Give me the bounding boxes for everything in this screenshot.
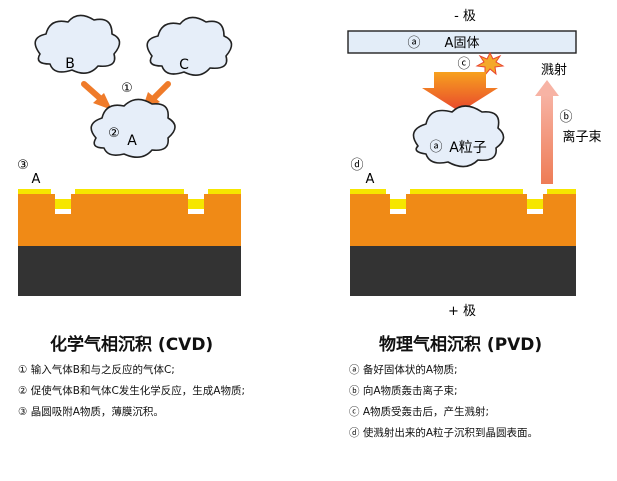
minus-pole-label: - 极 [454, 9, 476, 24]
pvd-base-layer [350, 246, 576, 296]
pvd-wafer-marker: ⓓ [350, 158, 363, 173]
pvd-orange-layer [350, 194, 576, 246]
sputter-label: 溅射 [541, 62, 567, 78]
cvd-title: 化学气相沉积 (CVD) [50, 335, 214, 355]
particle-label: A粒子 [449, 140, 487, 156]
impact-burst-icon [475, 51, 505, 77]
target-label: A固体 [445, 36, 480, 51]
arrow-b-to-reaction [81, 81, 112, 110]
impact-marker: ⓒ [457, 57, 470, 72]
plus-pole-label: + 极 [448, 304, 476, 319]
pvd-step-c: ⓒ A物质受轰击后，产生溅射; [349, 406, 490, 418]
pvd-step-a: ⓐ 备好固体状的A物质; [349, 364, 458, 376]
target-plate [347, 30, 577, 54]
gas-b-label: B [65, 56, 75, 72]
cloud-reaction [90, 98, 176, 158]
step1-marker: ① [121, 81, 133, 96]
pvd-title: 物理气相沉积 (PVD) [379, 335, 543, 355]
cvd-orange-layer [18, 194, 241, 246]
target-marker: ⓐ [407, 36, 420, 51]
cloud-gas-c [146, 16, 233, 76]
cvd-steps: ① 输入气体B和与之反应的气体C; ② 促使气体B和气体C发生化学反应，生成A物… [18, 360, 245, 423]
cvd-base-layer [18, 246, 241, 296]
pvd-step-b: ⓑ 向A物质轰击离子束; [349, 385, 458, 397]
sputter-down-arrow [422, 72, 498, 112]
cvd-wafer-marker: ③ [17, 158, 29, 173]
particle-marker: ⓐ [429, 140, 442, 155]
gas-c-label: C [179, 57, 189, 73]
ion-beam-arrow [535, 80, 559, 184]
cvd-wafer [18, 189, 241, 296]
pvd-step-d: ⓓ 使溅射出来的A粒子沉积到晶圆表面。 [349, 427, 539, 439]
reaction-marker: ② [108, 126, 120, 141]
cvd-step-2: ② 促使气体B和气体C发生化学反应，生成A物质; [18, 385, 246, 397]
cvd-film-label: A [32, 172, 41, 187]
pvd-steps: ⓐ 备好固体状的A物质; ⓑ 向A物质轰击离子束; ⓒ A物质受轰击后，产生溅射… [349, 360, 538, 444]
ion-marker: ⓑ [559, 110, 572, 125]
reaction-label: A [127, 133, 137, 149]
cloud-particle [412, 105, 505, 168]
cvd-step-3: ③ 晶圆吸附A物质，薄膜沉积。 [18, 406, 164, 418]
pvd-wafer [350, 189, 576, 296]
ion-label: 离子束 [562, 129, 601, 145]
cvd-step-1: ① 输入气体B和与之反应的气体C; [18, 364, 175, 376]
pvd-film-label: A [366, 172, 375, 187]
cloud-gas-b [34, 14, 121, 74]
